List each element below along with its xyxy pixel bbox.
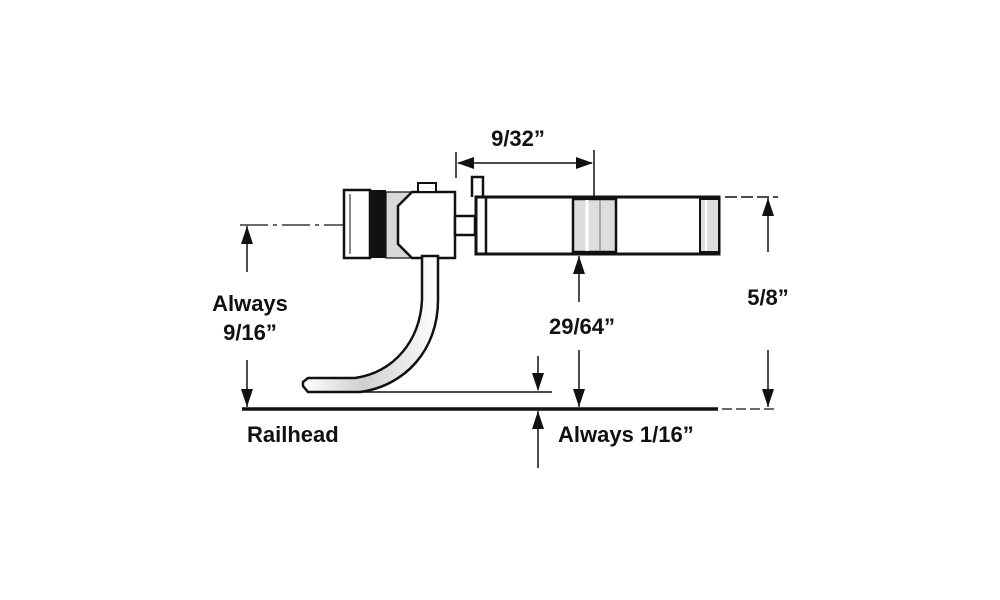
dimension-29-64 [573,256,585,407]
label-overall-height: 5/8” [747,285,789,310]
label-always-height-line2: 9/16” [223,320,277,345]
coupler-head [342,182,477,260]
dimension-always-1-16 [532,356,544,468]
dimension-9-32 [455,150,595,196]
draft-gear-box [470,175,721,256]
label-always-clearance: Always 1/16” [558,422,694,447]
label-railhead: Railhead [247,422,339,447]
dimension-always-9-16 [241,226,253,407]
dimension-5-8 [725,196,778,407]
label-top-width: 9/32” [491,126,545,151]
label-always-height-line1: Always [212,291,288,316]
label-shank-height: 29/64” [549,314,615,339]
trip-pin [301,254,440,394]
